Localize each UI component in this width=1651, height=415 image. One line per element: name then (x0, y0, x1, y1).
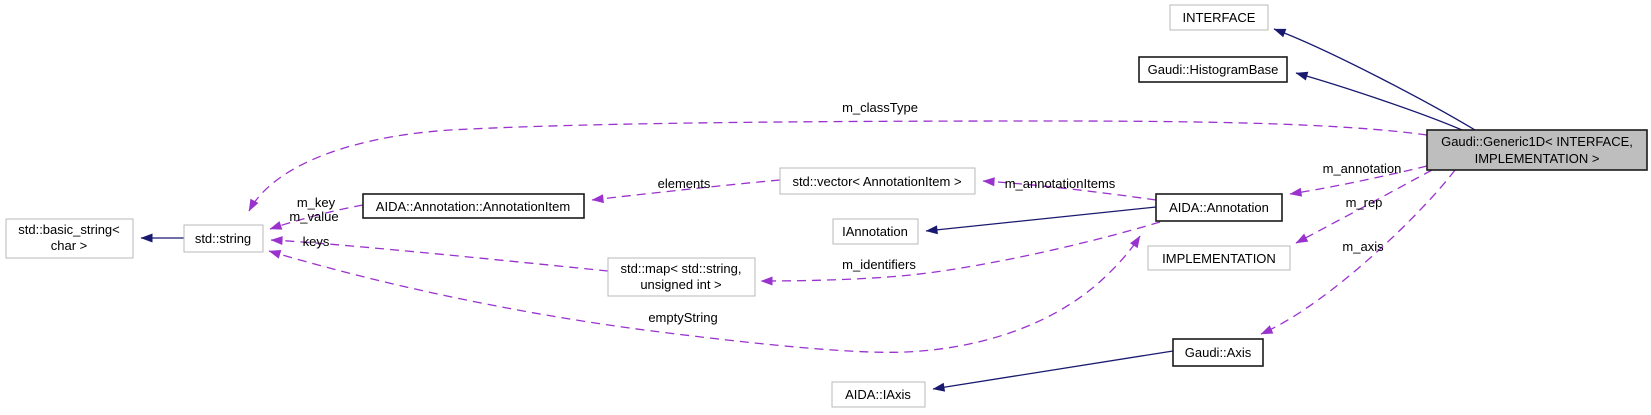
node-std-string-label: std::string (195, 231, 251, 246)
node-gaudi-generic1d-label-line1: Gaudi::Generic1D< INTERFACE, (1441, 134, 1633, 149)
node-std-vector-annotationitem-label: std::vector< AnnotationItem > (792, 174, 961, 189)
node-interface[interactable]: INTERFACE (1169, 4, 1269, 31)
node-gaudi-axis[interactable]: Gaudi::Axis (1172, 338, 1264, 367)
edge-annotation-to-iannotation (925, 206, 1157, 235)
edge-label-layer: m_classType m_annotation m_rep m_axis m_… (289, 100, 1401, 325)
node-iannotation-label: IAnnotation (842, 224, 908, 239)
edge-gaudiaxis-to-aidaiaxis (932, 350, 1174, 392)
edge-label-emptystring: emptyString (648, 310, 717, 325)
edge-generic1d-to-interface (1273, 28, 1476, 131)
edge-keys (270, 236, 609, 272)
node-aida-annotation-label: AIDA::Annotation (1169, 200, 1269, 215)
node-aida-iaxis[interactable]: AIDA::IAxis (831, 381, 926, 408)
edge-label-m-key: m_key (297, 195, 336, 210)
node-std-map-label-line1: std::map< std::string, (620, 261, 741, 276)
edge-m-axis (1260, 169, 1456, 335)
edge-generic1d-to-histogrambase (1295, 71, 1463, 131)
node-std-map-label-line2: unsigned int > (640, 277, 721, 292)
edge-label-m-annotationitems: m_annotationItems (1005, 176, 1116, 191)
edge-m-classtype (248, 120, 1428, 212)
edge-label-m-axis: m_axis (1342, 239, 1384, 254)
edge-emptystring (268, 235, 1141, 353)
edge-label-m-classtype: m_classType (842, 100, 918, 115)
node-aida-annotation-annotationitem-label: AIDA::Annotation::AnnotationItem (376, 199, 570, 214)
edge-label-m-rep: m_rep (1346, 195, 1383, 210)
inheritance-edges (140, 28, 1476, 392)
edge-m-key-m-value (269, 204, 364, 230)
node-layer: INTERFACE Gaudi::HistogramBase Gaudi::Ge… (5, 4, 1648, 408)
node-gaudi-axis-label: Gaudi::Axis (1185, 345, 1252, 360)
node-gaudi-generic1d-label-line2: IMPLEMENTATION > (1475, 151, 1600, 166)
edge-label-m-identifiers: m_identifiers (842, 257, 916, 272)
node-std-basic-string-label-line2: char > (51, 238, 88, 253)
edge-label-keys: keys (303, 234, 330, 249)
edge-label-elements: elements (658, 176, 711, 191)
edge-label-m-value: m_value (289, 209, 338, 224)
edge-m-annotationitems (982, 177, 1157, 201)
node-gaudi-histogrambase-label: Gaudi::HistogramBase (1148, 62, 1279, 77)
node-gaudi-histogrambase[interactable]: Gaudi::HistogramBase (1138, 56, 1288, 83)
node-aida-annotation[interactable]: AIDA::Annotation (1155, 193, 1283, 222)
node-std-map[interactable]: std::map< std::string, unsigned int > (607, 257, 756, 297)
edge-m-rep (1295, 169, 1433, 244)
node-iannotation[interactable]: IAnnotation (832, 218, 919, 245)
node-std-basic-string-label-line1: std::basic_string< (18, 222, 120, 237)
node-std-vector-annotationitem[interactable]: std::vector< AnnotationItem > (779, 167, 976, 195)
node-std-basic-string[interactable]: std::basic_string< char > (5, 218, 134, 259)
usage-edges (248, 120, 1456, 353)
node-aida-annotation-annotationitem[interactable]: AIDA::Annotation::AnnotationItem (362, 193, 585, 219)
edge-elements (591, 179, 781, 204)
edge-m-identifiers (760, 221, 1161, 286)
edge-label-m-annotation: m_annotation (1323, 161, 1402, 176)
edge-m-annotation (1289, 165, 1428, 197)
node-interface-label: INTERFACE (1183, 10, 1256, 25)
node-std-string[interactable]: std::string (183, 224, 264, 253)
node-implementation-label: IMPLEMENTATION (1162, 251, 1276, 266)
node-gaudi-generic1d[interactable]: Gaudi::Generic1D< INTERFACE, IMPLEMENTAT… (1426, 129, 1648, 171)
node-implementation[interactable]: IMPLEMENTATION (1147, 245, 1291, 271)
node-aida-iaxis-label: AIDA::IAxis (845, 387, 911, 402)
